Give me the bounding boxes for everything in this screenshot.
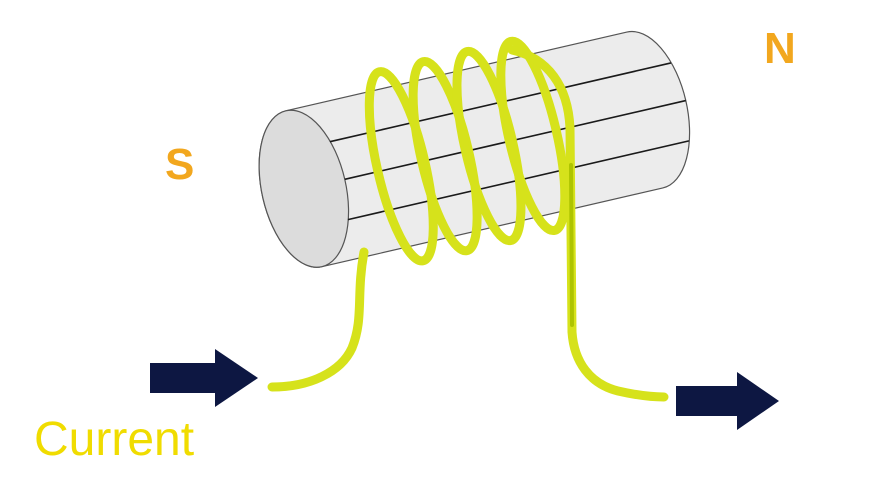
coil-lead-left <box>267 247 369 392</box>
label-north-pole: N <box>764 24 796 73</box>
current-arrow-right-icon <box>676 372 779 430</box>
core-group <box>258 30 691 268</box>
label-current: Current <box>34 413 194 466</box>
label-south-pole: S <box>165 140 194 189</box>
coil-lead-right-shade <box>569 163 574 327</box>
coil-loop <box>496 36 570 236</box>
coil-lead-right <box>507 45 669 402</box>
current-arrow-left-icon <box>150 349 258 407</box>
